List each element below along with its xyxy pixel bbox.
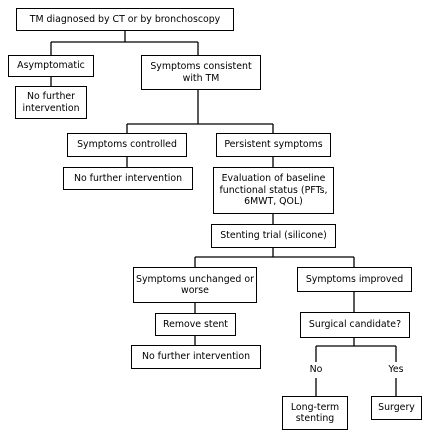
stenting-trial-box: Stenting trial (silicone) xyxy=(211,224,336,248)
persistent-symptoms-box: Persistent symptoms xyxy=(216,133,331,157)
remove-stent-box: Remove stent xyxy=(155,313,236,336)
yes-label: Yes xyxy=(388,364,404,375)
no-label: No xyxy=(309,364,323,375)
diagnosis-box: TM diagnosed by CT or by bronchoscopy xyxy=(16,8,234,31)
no-further-intervention-box: No further intervention xyxy=(15,86,87,119)
no-further-intervention-box-2: No further intervention xyxy=(63,167,193,190)
symptoms-unchanged-box: Symptoms unchanged or worse xyxy=(133,267,257,303)
symptoms-improved-box: Symptoms improved xyxy=(297,267,412,292)
symptoms-consistent-box: Symptoms consistent with TM xyxy=(141,55,261,90)
asymptomatic-box: Asymptomatic xyxy=(8,55,94,77)
evaluation-box: Evaluation of baseline functional status… xyxy=(213,167,334,214)
surgery-box: Surgery xyxy=(371,396,422,420)
no-further-intervention-box-3: No further intervention xyxy=(131,345,261,369)
long-term-stenting-box: Long-term stenting xyxy=(282,396,348,430)
symptoms-controlled-box: Symptoms controlled xyxy=(67,133,187,157)
surgical-candidate-box: Surgical candidate? xyxy=(300,312,410,338)
